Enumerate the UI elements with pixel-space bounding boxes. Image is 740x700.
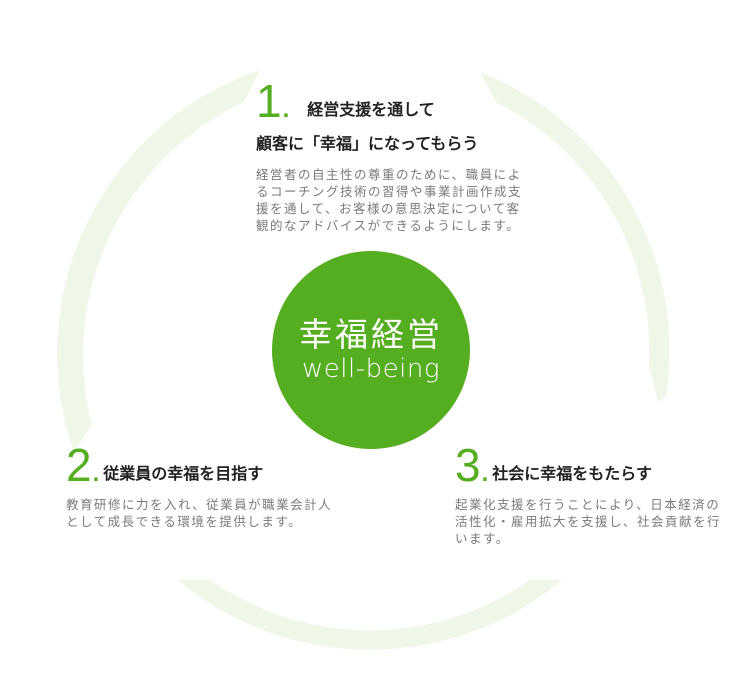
center-title: 幸福経営 bbox=[299, 315, 443, 355]
section-2: 2. 従業員の幸福を目指す 教育研修に力を入れ、従業員が職業会計人として成長でき… bbox=[66, 439, 346, 530]
section-heading: 社会に幸福をもたらす bbox=[492, 464, 652, 483]
section-body: 経営者の自主性の尊重のために、職員によるコーチング技術の習得や事業計画作成支援を… bbox=[256, 167, 523, 233]
cycle-arrow-right-arc bbox=[480, 72, 670, 402]
section-heading-line2: 顧客に「幸福」になってもらう bbox=[256, 134, 479, 153]
section-heading: 経営支援を通して bbox=[307, 100, 435, 119]
section-3: 3. 社会に幸福をもたらす 起業化支援を行うことにより、日本経済の活性化・雇用拡… bbox=[455, 439, 735, 547]
cycle-arrow-left-arc bbox=[57, 70, 260, 452]
section-number: 1. bbox=[256, 75, 290, 127]
section-number: 2. bbox=[66, 439, 100, 491]
center-subtitle: well-being bbox=[302, 353, 440, 384]
cycle-arrow-bottom-arc bbox=[178, 580, 562, 650]
section-heading: 従業員の幸福を目指す bbox=[103, 464, 264, 483]
center-circle: 幸福経営 well-being bbox=[272, 251, 470, 449]
section-number: 3. bbox=[455, 439, 489, 491]
section-1: 1. 経営支援を通して 顧客に「幸福」になってもらう 経営者の自主性の尊重のため… bbox=[256, 75, 531, 234]
section-body: 教育研修に力を入れ、従業員が職業会計人として成長できる環境を提供します。 bbox=[66, 497, 333, 529]
section-body: 起業化支援を行うことにより、日本経済の活性化・雇用拡大を支援し、社会貢献を行いま… bbox=[455, 497, 722, 546]
